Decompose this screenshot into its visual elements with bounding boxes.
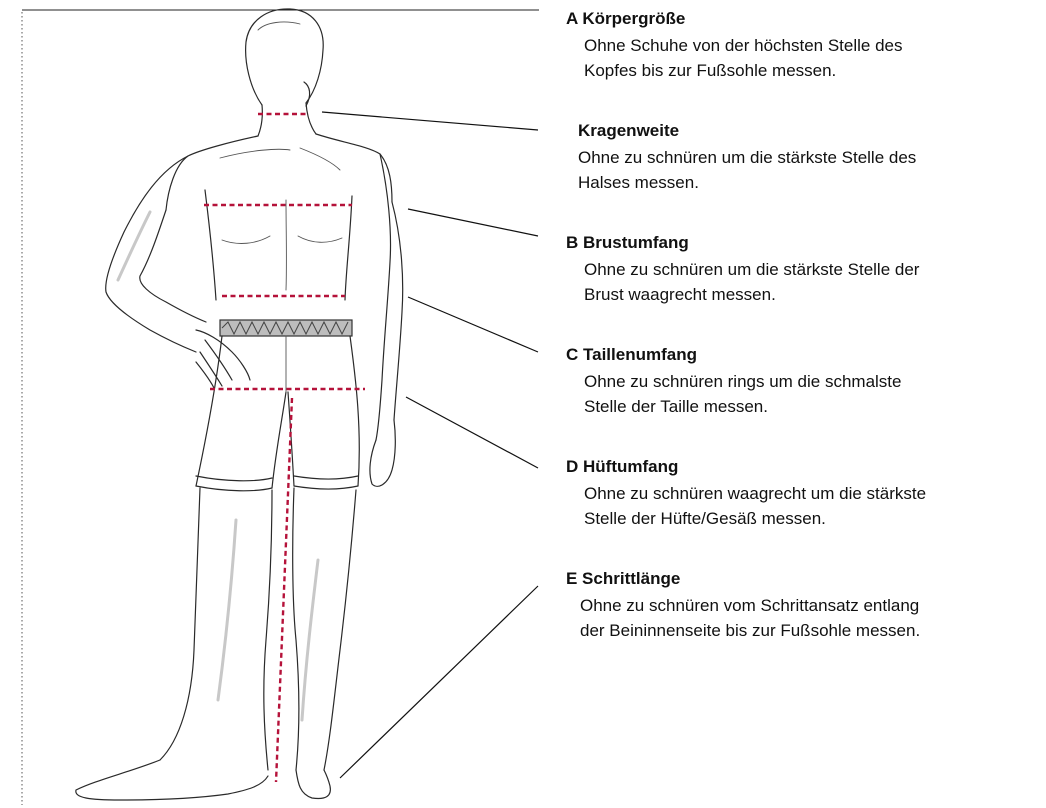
description-line: der Beininnenseite bis zur Fußsohle mess…	[580, 621, 920, 640]
entry-title: E Schrittlänge	[566, 568, 920, 590]
entry-title: Kragenweite	[578, 120, 916, 142]
entry-title: A Körpergröße	[566, 8, 903, 30]
entry-description: Ohne zu schnüren vom Schrittansatz entla…	[566, 593, 920, 643]
leader-lines	[322, 112, 538, 778]
inseam-measure-line	[276, 398, 292, 782]
description-line: Halses messen.	[578, 173, 699, 192]
description-line: Ohne Schuhe von der höchsten Stelle des	[584, 36, 903, 55]
entry-description: Ohne zu schnüren waagrecht um die stärks…	[566, 481, 926, 531]
measure-entry-koerpergroesse: A Körpergröße Ohne Schuhe von der höchst…	[566, 8, 903, 83]
entry-title: C Taillenumfang	[566, 344, 902, 366]
leader-inseam	[340, 586, 538, 778]
measure-entry-brustumfang: B Brustumfang Ohne zu schnüren um die st…	[566, 232, 919, 307]
description-line: Brust waagrecht messen.	[584, 285, 776, 304]
description-line: Ohne zu schnüren waagrecht um die stärks…	[584, 484, 926, 503]
description-line: Kopfes bis zur Fußsohle messen.	[584, 61, 836, 80]
entry-description: Ohne zu schnüren um die stärkste Stelle …	[578, 145, 916, 195]
description-line: Ohne zu schnüren rings um die schmalste	[584, 372, 902, 391]
description-line: Stelle der Hüfte/Gesäß messen.	[584, 509, 826, 528]
leader-neck	[322, 112, 538, 130]
description-line: Ohne zu schnüren um die stärkste Stelle …	[584, 260, 919, 279]
leader-waist	[408, 297, 538, 352]
leader-chest	[408, 209, 538, 236]
male-figure-sketch	[76, 9, 403, 800]
entry-description: Ohne zu schnüren um die stärkste Stelle …	[566, 257, 919, 307]
description-line: Ohne zu schnüren vom Schrittansatz entla…	[580, 596, 919, 615]
entry-title: B Brustumfang	[566, 232, 919, 254]
measure-entry-schrittlaenge: E Schrittlänge Ohne zu schnüren vom Schr…	[566, 568, 920, 643]
leader-hip	[406, 397, 538, 468]
description-line: Stelle der Taille messen.	[584, 397, 768, 416]
description-line: Ohne zu schnüren um die stärkste Stelle …	[578, 148, 916, 167]
measure-entry-hueftumfang: D Hüftumfang Ohne zu schnüren waagrecht …	[566, 456, 926, 531]
measure-entry-kragenweite: Kragenweite Ohne zu schnüren um die stär…	[578, 120, 916, 195]
entry-description: Ohne zu schnüren rings um die schmalste …	[566, 369, 902, 419]
entry-title: D Hüftumfang	[566, 456, 926, 478]
entry-description: Ohne Schuhe von der höchsten Stelle des …	[566, 33, 903, 83]
measurement-lines	[204, 114, 365, 782]
measure-entry-taillenumfang: C Taillenumfang Ohne zu schnüren rings u…	[566, 344, 902, 419]
